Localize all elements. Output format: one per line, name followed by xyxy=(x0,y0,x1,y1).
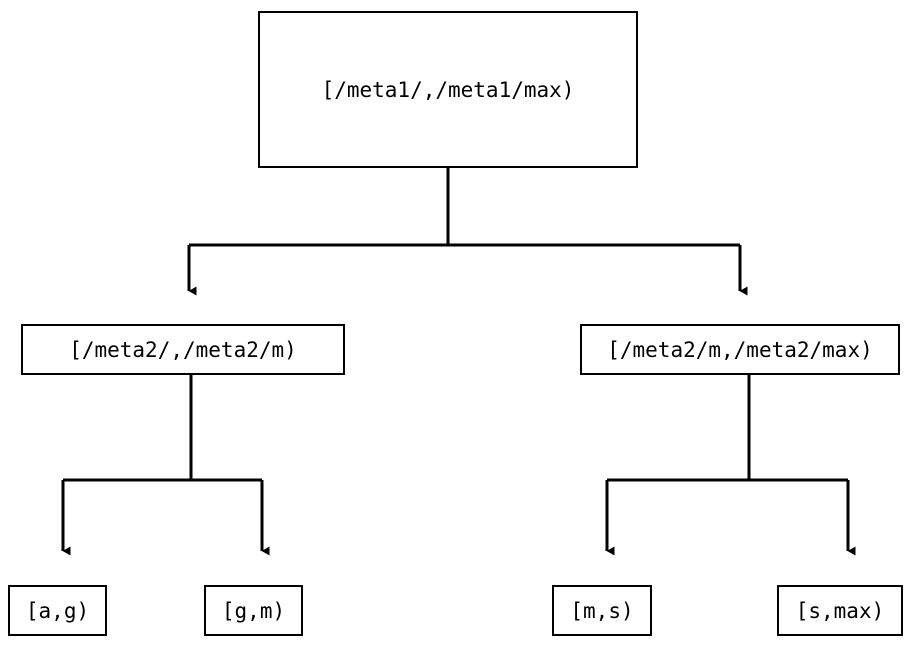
tree-node-leaf-smax[interactable]: [s,max) xyxy=(777,585,903,636)
edge-midright-to-leaves xyxy=(605,375,856,556)
tree-node-leaf-gm-label: [g,m) xyxy=(221,598,286,623)
edge-root-to-mid xyxy=(187,168,748,296)
tree-node-leaf-smax-label: [s,max) xyxy=(795,598,885,623)
tree-node-mid-left[interactable]: [/meta2/,/meta2/m) xyxy=(21,324,345,375)
tree-node-leaf-ms-label: [m,s) xyxy=(570,598,634,623)
tree-node-leaf-ms[interactable]: [m,s) xyxy=(552,585,652,636)
tree-node-mid-right-label: [/meta2/m,/meta2/max) xyxy=(607,337,873,362)
edge-midleft-to-leaves xyxy=(61,375,270,556)
tree-node-leaf-ag-label: [a,g) xyxy=(25,598,90,623)
tree-node-root[interactable]: [/meta1/,/meta1/max) xyxy=(258,11,638,168)
tree-node-mid-left-label: [/meta2/,/meta2/m) xyxy=(69,337,297,362)
tree-node-root-label: [/meta1/,/meta1/max) xyxy=(321,77,575,102)
tree-node-mid-right[interactable]: [/meta2/m,/meta2/max) xyxy=(580,324,900,375)
tree-node-leaf-gm[interactable]: [g,m) xyxy=(204,585,303,636)
tree-node-leaf-ag[interactable]: [a,g) xyxy=(8,585,107,636)
